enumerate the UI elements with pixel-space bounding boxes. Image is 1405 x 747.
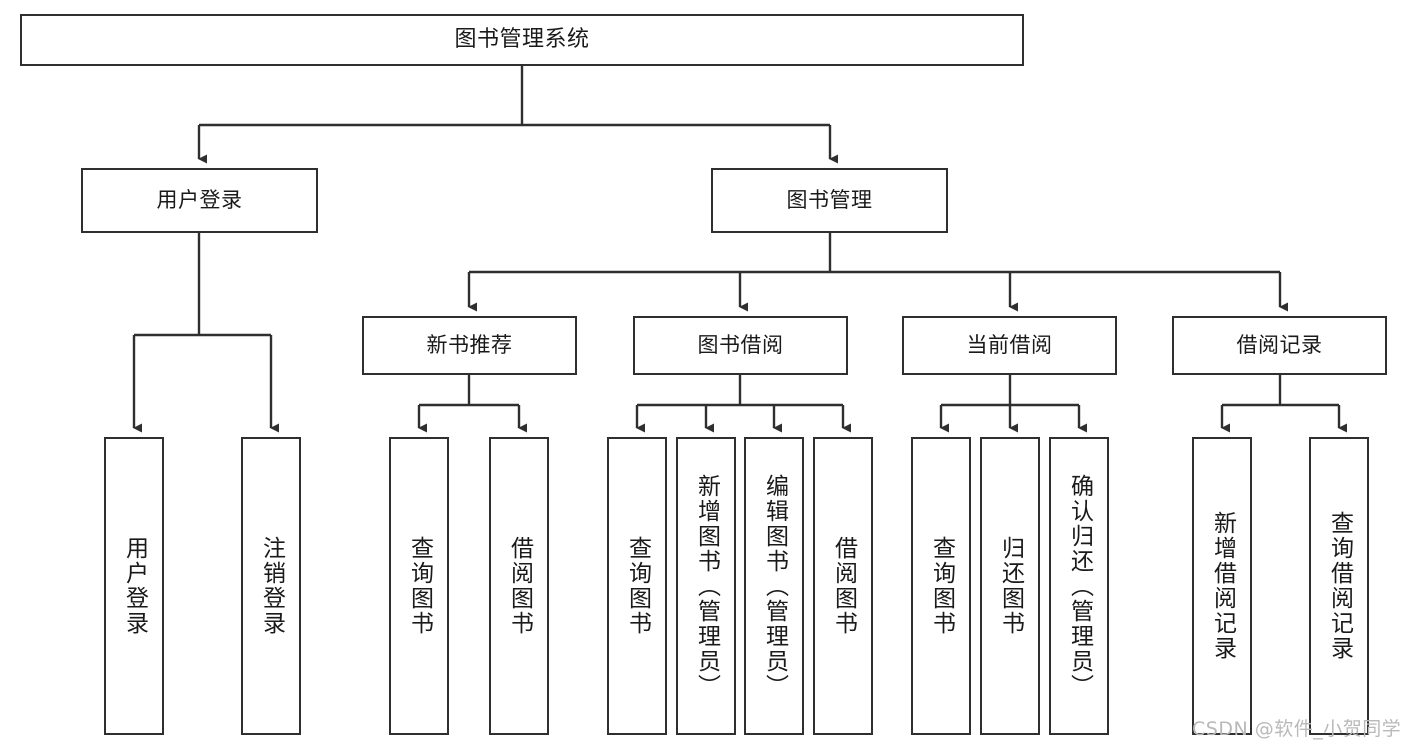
node-label: 注销登录 — [258, 536, 285, 636]
node-leaf-query-book-recommend[interactable]: 查询图书 — [389, 437, 449, 735]
node-label: 查询图书 — [928, 536, 955, 636]
node-label: 图书管理系统 — [454, 27, 590, 53]
node-root-book-management-system[interactable]: 图书管理系统 — [20, 14, 1024, 66]
node-label: 用户登录 — [121, 536, 148, 636]
node-leaf-user-login[interactable]: 用户登录 — [104, 437, 164, 735]
node-leaf-confirm-return-admin[interactable]: 确认归还（管理员） — [1049, 437, 1109, 735]
node-label: 用户登录 — [156, 188, 243, 213]
node-borrow-record[interactable]: 借阅记录 — [1172, 316, 1387, 375]
node-label: 图书借阅 — [697, 333, 784, 358]
node-label: 新增借阅记录 — [1209, 511, 1236, 661]
node-label: 借阅图书 — [830, 536, 857, 636]
node-label: 归还图书 — [997, 536, 1024, 636]
node-label: 确认归还（管理员） — [1066, 473, 1093, 699]
node-label: 借阅记录 — [1236, 333, 1323, 358]
node-book-management[interactable]: 图书管理 — [711, 168, 948, 233]
node-label: 当前借阅 — [966, 333, 1053, 358]
node-label: 编辑图书（管理员） — [761, 473, 788, 699]
node-leaf-query-book-borrow[interactable]: 查询图书 — [607, 437, 667, 735]
node-leaf-edit-book-admin[interactable]: 编辑图书（管理员） — [744, 437, 804, 735]
node-leaf-query-borrow-record[interactable]: 查询借阅记录 — [1309, 437, 1369, 735]
node-label: 图书管理 — [786, 188, 873, 213]
node-leaf-return-book[interactable]: 归还图书 — [980, 437, 1040, 735]
node-label: 新增图书（管理员） — [693, 473, 720, 699]
node-label: 查询借阅记录 — [1326, 511, 1353, 661]
node-label: 查询图书 — [624, 536, 651, 636]
csdn-watermark: CSDN @软件_小贺同学 — [1192, 718, 1402, 740]
node-leaf-add-borrow-record[interactable]: 新增借阅记录 — [1192, 437, 1252, 735]
node-label: 新书推荐 — [426, 333, 513, 358]
node-leaf-borrow-book[interactable]: 借阅图书 — [813, 437, 873, 735]
node-leaf-add-book-admin[interactable]: 新增图书（管理员） — [676, 437, 736, 735]
node-current-borrow[interactable]: 当前借阅 — [902, 316, 1117, 375]
node-label: 查询图书 — [406, 536, 433, 636]
node-user-login[interactable]: 用户登录 — [81, 168, 318, 233]
node-leaf-query-book-current[interactable]: 查询图书 — [911, 437, 971, 735]
node-new-book-recommend[interactable]: 新书推荐 — [362, 316, 577, 375]
node-book-borrow[interactable]: 图书借阅 — [633, 316, 848, 375]
node-label: 借阅图书 — [506, 536, 533, 636]
node-leaf-logout-login[interactable]: 注销登录 — [241, 437, 301, 735]
node-leaf-borrow-book-recommend[interactable]: 借阅图书 — [489, 437, 549, 735]
